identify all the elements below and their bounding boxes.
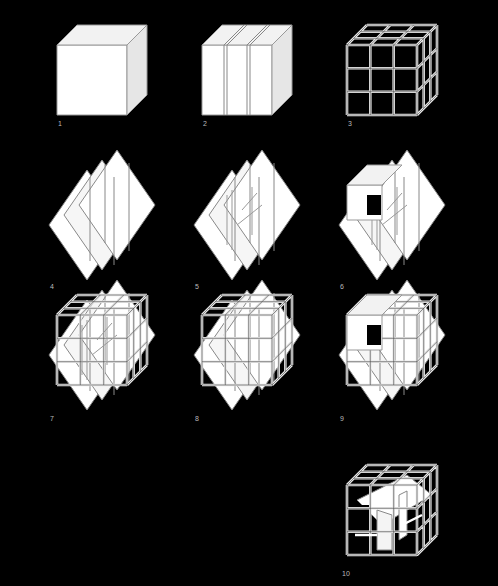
figure-number: 5 <box>195 283 199 291</box>
figure-number: 8 <box>195 415 199 423</box>
figure-number: 4 <box>50 283 54 291</box>
figure-number: 9 <box>340 415 344 423</box>
diagonal-planes <box>49 150 155 280</box>
solid-cube <box>57 25 147 115</box>
slabbed-cube <box>202 25 292 115</box>
diagonal-planes <box>339 150 445 280</box>
frame-with-planes <box>49 280 155 410</box>
final-house-model <box>347 465 437 555</box>
figure-number: 6 <box>340 283 344 291</box>
frame-with-planes <box>339 280 445 410</box>
frame-with-planes <box>194 280 300 410</box>
frame-cube <box>347 25 437 115</box>
figure-number: 3 <box>348 120 352 128</box>
diagonal-planes <box>194 150 300 280</box>
figure-number: 1 <box>58 120 62 128</box>
figure-number: 10 <box>342 570 350 578</box>
figure-number: 2 <box>203 120 207 128</box>
figure-number: 7 <box>50 415 54 423</box>
